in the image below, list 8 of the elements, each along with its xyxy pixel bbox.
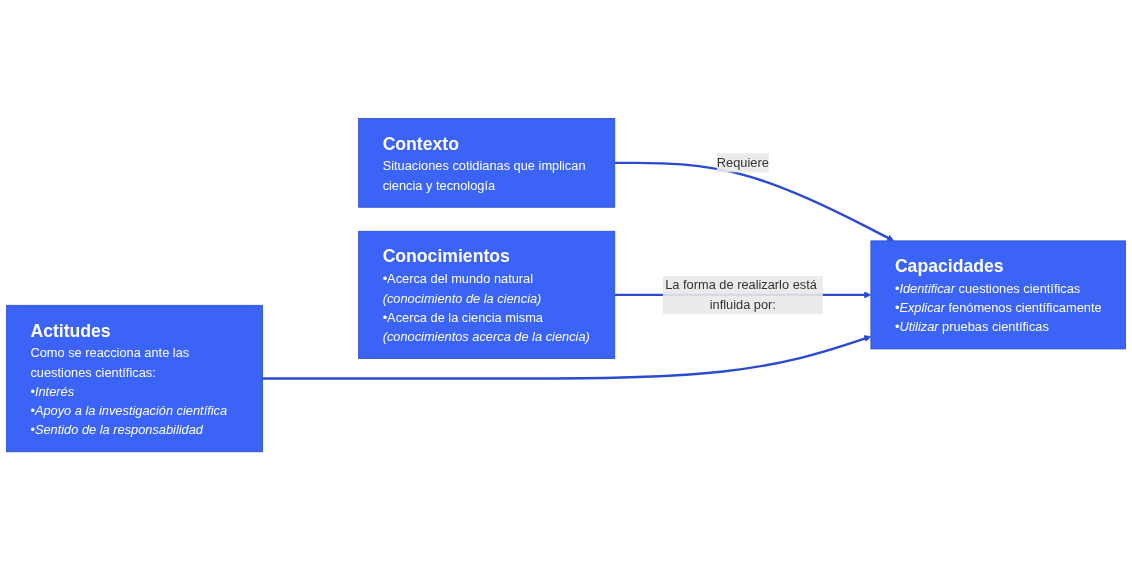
node-box: Capacidades •Identificar cuestiones científicas •Explicar fenómenos científicamente •Utilizar pruebas científicas xyxy=(870,240,1126,350)
arrow xyxy=(614,162,895,242)
edge-label: La forma de realizarlo está influida por: xyxy=(665,278,817,312)
node-box: Actitudes Como se reacciona ante las cuestiones científicas: •Interés •Apoyo a la investigación científica •Sentido de la responsabilidad xyxy=(6,305,263,453)
edge-label: Requiere xyxy=(716,156,769,170)
node-box: Conocimientos •Acerca del mundo natural (conocimiento de la ciencia) •Acerca de la ciencia misma (conocimientos acerca de la ciencia) xyxy=(358,231,616,360)
arrow xyxy=(262,335,872,381)
node-box: Contexto Situaciones cotidianas que implican ciencia y tecnología xyxy=(358,118,616,209)
